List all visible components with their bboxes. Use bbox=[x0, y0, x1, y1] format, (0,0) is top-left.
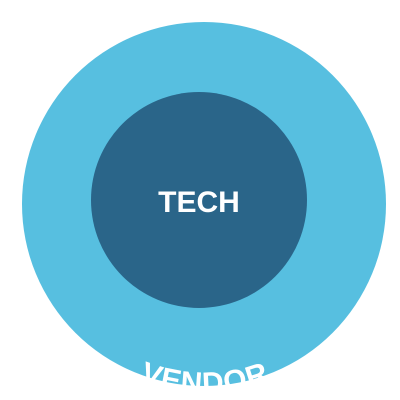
inner-circle-tech bbox=[91, 92, 307, 308]
inner-circle-label: TECH bbox=[158, 186, 240, 219]
